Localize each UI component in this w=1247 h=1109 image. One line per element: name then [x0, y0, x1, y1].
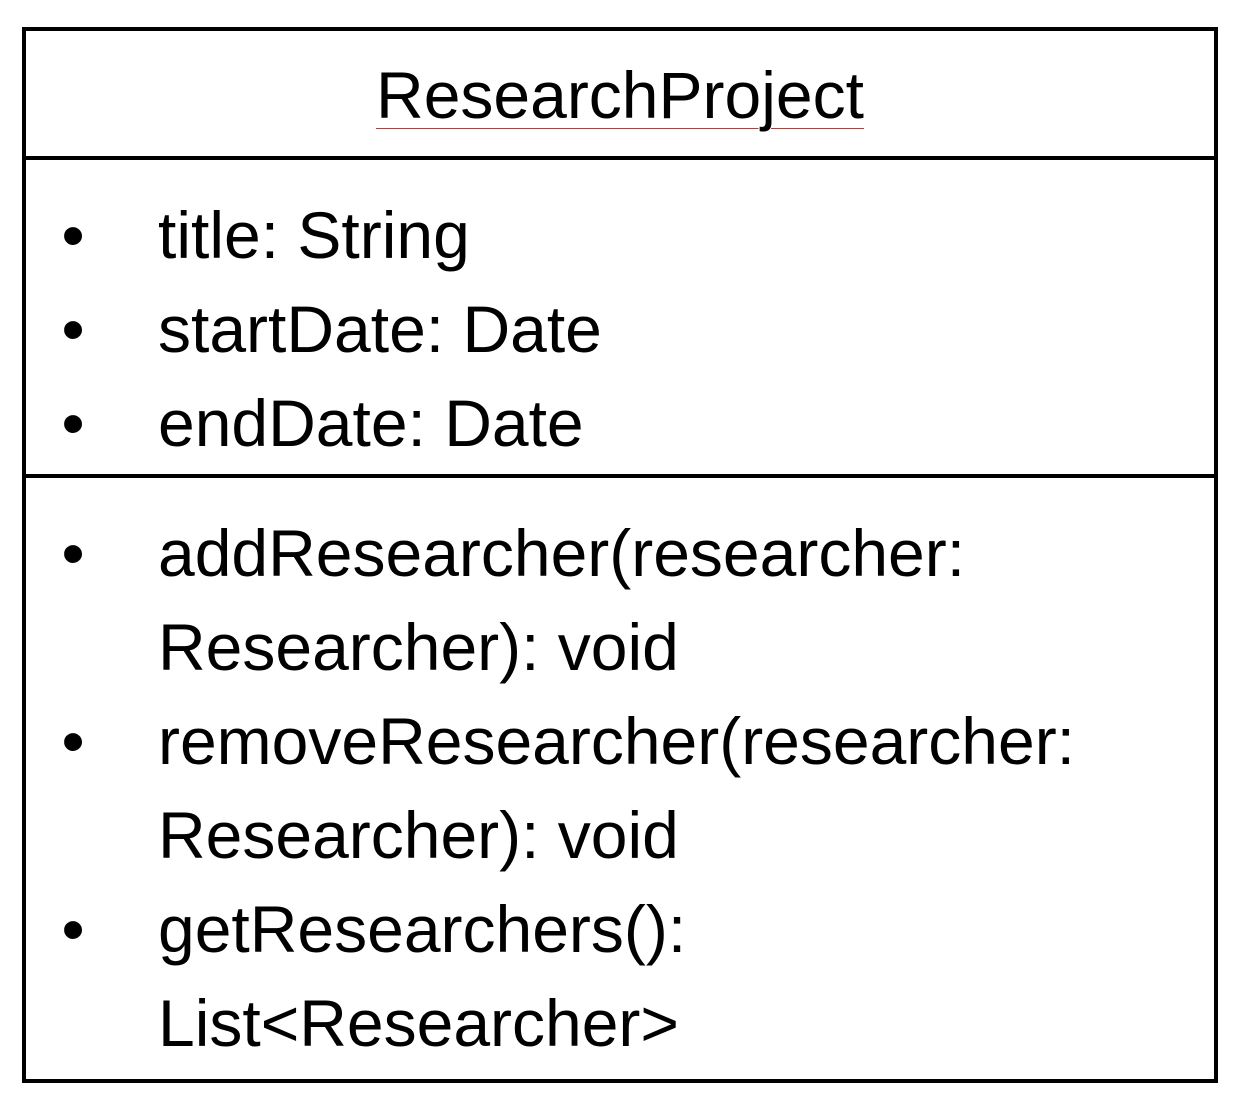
operation-item: • getResearchers(): List<Researcher> [26, 882, 1214, 1070]
class-name-compartment: ResearchProject [26, 31, 1214, 160]
operation-list: • addResearcher(researcher: Researcher):… [26, 506, 1214, 1070]
bullet-icon: • [61, 292, 85, 366]
operations-compartment: • addResearcher(researcher: Researcher):… [26, 478, 1214, 1079]
bullet-icon: • [61, 892, 85, 966]
bullet-icon: • [61, 704, 85, 778]
attribute-item: • startDate: Date [26, 282, 1214, 376]
bullet-icon: • [61, 516, 85, 590]
attributes-compartment: • title: String • startDate: Date • endD… [26, 160, 1214, 478]
class-name: ResearchProject [376, 58, 864, 132]
attribute-item: • endDate: Date [26, 376, 1214, 470]
attribute-item: • title: String [26, 188, 1214, 282]
bullet-icon: • [61, 198, 85, 272]
operation-text: getResearchers(): List<Researcher> [158, 892, 687, 1060]
attribute-text: startDate: Date [158, 292, 602, 366]
operation-item: • addResearcher(researcher: Researcher):… [26, 506, 1214, 694]
bullet-icon: • [61, 386, 85, 460]
operation-item: • removeResearcher(researcher: Researche… [26, 694, 1214, 882]
operation-text: addResearcher(researcher: Researcher): v… [158, 516, 966, 684]
attribute-text: title: String [158, 198, 470, 272]
operation-text: removeResearcher(researcher: Researcher)… [158, 704, 1076, 872]
uml-class-box: ResearchProject • title: String • startD… [22, 27, 1218, 1083]
attribute-list: • title: String • startDate: Date • endD… [26, 188, 1214, 470]
attribute-text: endDate: Date [158, 386, 584, 460]
